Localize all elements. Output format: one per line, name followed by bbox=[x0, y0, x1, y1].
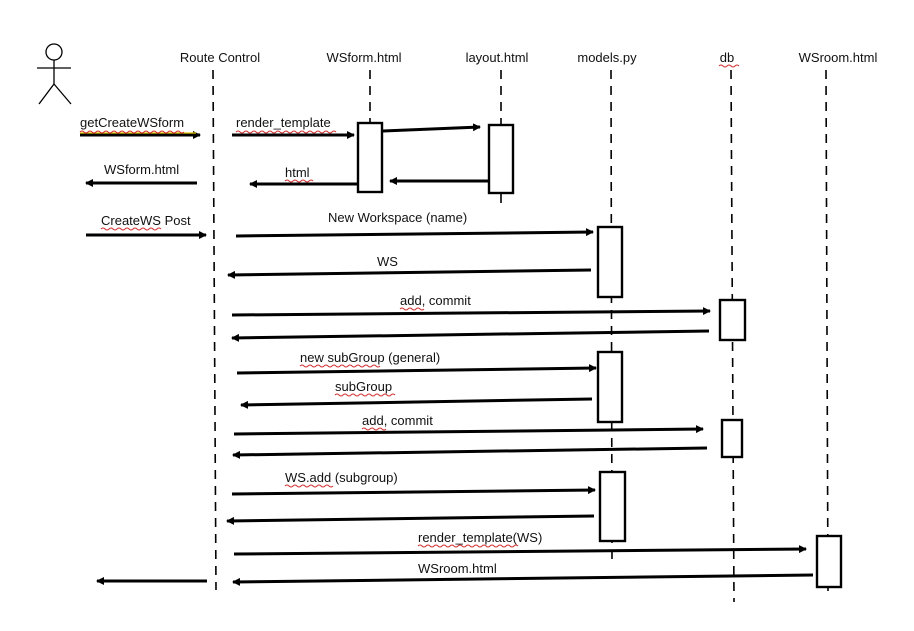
activation-models-2 bbox=[596, 350, 624, 424]
message-label-5: html bbox=[285, 165, 310, 180]
message-arrow-18 bbox=[233, 545, 807, 556]
message-arrow-17 bbox=[226, 514, 595, 525]
message-label-14: add, commit bbox=[362, 413, 433, 428]
message-label-10: add, commit bbox=[400, 293, 471, 308]
participant-route-label: Route Control bbox=[180, 50, 260, 65]
activation-wsform bbox=[356, 121, 384, 194]
message-label-9: WS bbox=[377, 254, 398, 269]
activation-db-1 bbox=[718, 298, 747, 342]
message-label-2: render_template bbox=[236, 115, 331, 130]
message-arrow-15 bbox=[232, 446, 708, 459]
message-arrow-14 bbox=[233, 425, 704, 436]
message-arrow-13 bbox=[240, 397, 593, 409]
actor-icon bbox=[37, 43, 72, 105]
lifeline-wsroom bbox=[825, 69, 829, 597]
participant-models-label: models.py bbox=[577, 50, 637, 65]
message-label-12: new subGroup (general) bbox=[300, 350, 440, 365]
participant-db-label: db bbox=[720, 50, 734, 65]
message-label-4: WSform.html bbox=[104, 162, 179, 177]
message-arrow-9 bbox=[227, 268, 592, 279]
message-label-18: render_template(WS) bbox=[418, 530, 542, 545]
message-arrow-11 bbox=[231, 329, 710, 342]
message-arrow-10 bbox=[231, 307, 711, 317]
activation-wsroom bbox=[815, 534, 843, 589]
message-arrow-8 bbox=[235, 228, 594, 238]
message-arrow-16 bbox=[231, 486, 596, 496]
message-label-19: WSroom.html bbox=[418, 561, 497, 576]
message-label-8: New Workspace (name) bbox=[328, 210, 467, 225]
message-label-13: subGroup bbox=[335, 379, 392, 394]
activation-layout bbox=[487, 123, 515, 195]
message-arrow-12 bbox=[236, 364, 597, 375]
participant-wsform-label: WSform.html bbox=[326, 50, 401, 65]
message-arrow-3 bbox=[382, 123, 481, 133]
activation-models-1 bbox=[596, 225, 624, 299]
spellcheck-underlines bbox=[79, 64, 740, 548]
participant-layout-label: layout.html bbox=[466, 50, 529, 65]
participant-wsroom-label: WSroom.html bbox=[799, 50, 878, 65]
message-label-1: getCreateWSform bbox=[80, 115, 184, 130]
lifeline-route bbox=[212, 69, 217, 591]
activation-models-3 bbox=[598, 470, 627, 543]
lifeline-db bbox=[730, 69, 735, 603]
message-label-16: WS.add (subgroup) bbox=[285, 470, 398, 485]
message-arrow-19 bbox=[232, 573, 814, 586]
activation-db-2 bbox=[720, 418, 744, 459]
message-label-7: CreateWS Post bbox=[101, 213, 191, 228]
